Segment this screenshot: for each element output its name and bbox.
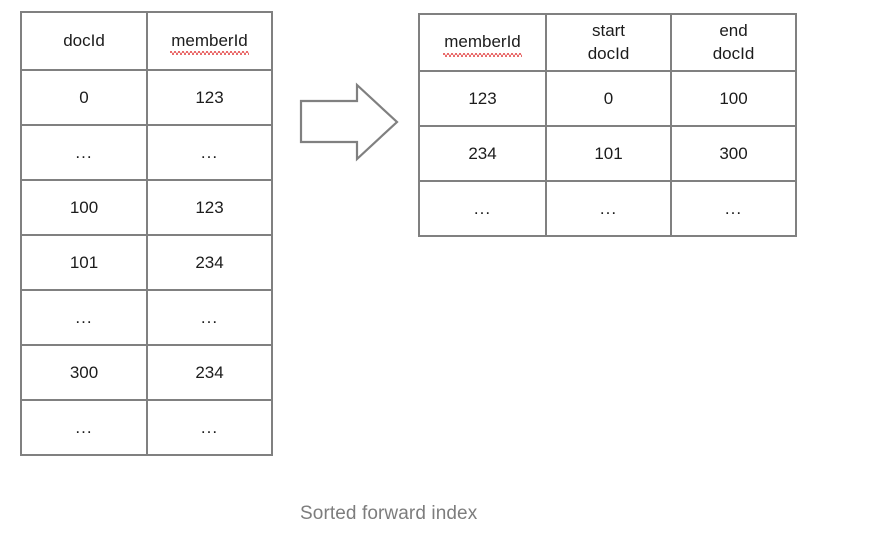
table-header-row: docId memberId (20, 11, 273, 71)
cell-memberid: 123 (146, 179, 273, 236)
sorted-forward-index-table: memberId start docId end docId 123 0 100… (418, 13, 797, 237)
cell-docid: 300 (20, 344, 148, 401)
table-row: ... ... (20, 124, 273, 181)
cell-memberid: 234 (418, 125, 547, 182)
column-header-docid: docId (20, 11, 148, 71)
cell-docid: ... (20, 124, 148, 181)
table-row: ... ... (20, 399, 273, 456)
table-row: 100 123 (20, 179, 273, 236)
cell-end-docid: 100 (670, 70, 797, 127)
cell-end-docid: ... (670, 180, 797, 237)
cell-docid: 101 (20, 234, 148, 291)
cell-memberid: 123 (146, 69, 273, 126)
column-header-label-line2: docId (587, 43, 630, 63)
table-row: 123 0 100 (418, 70, 797, 127)
column-header-start-docid: start docId (545, 13, 672, 72)
table-row: ... ... (20, 289, 273, 346)
column-header-label-misspelled: memberId (170, 30, 249, 56)
table-header-row: memberId start docId end docId (418, 13, 797, 72)
cell-end-docid: 300 (670, 125, 797, 182)
table-row: 0 123 (20, 69, 273, 126)
cell-docid: 100 (20, 179, 148, 236)
right-block-arrow-icon (298, 82, 402, 162)
cell-memberid: ... (418, 180, 547, 237)
column-header-memberid: memberId (418, 13, 547, 72)
table-row: 101 234 (20, 234, 273, 291)
cell-memberid: ... (146, 399, 273, 456)
column-header-end-docid: end docId (670, 13, 797, 72)
cell-docid: ... (20, 399, 148, 456)
column-header-label-line2: docId (712, 43, 755, 63)
cell-memberid: ... (146, 289, 273, 346)
column-header-label: docId (63, 31, 105, 51)
cell-memberid: 234 (146, 234, 273, 291)
column-header-label-misspelled: memberId (443, 31, 522, 57)
cell-memberid: 234 (146, 344, 273, 401)
table-row: ... ... ... (418, 180, 797, 237)
cell-memberid: 123 (418, 70, 547, 127)
table-row: 300 234 (20, 344, 273, 401)
cell-memberid: ... (146, 124, 273, 181)
figure-caption: Sorted forward index (300, 503, 478, 524)
cell-start-docid: 101 (545, 125, 672, 182)
cell-start-docid: 0 (545, 70, 672, 127)
cell-docid: 0 (20, 69, 148, 126)
cell-docid: ... (20, 289, 148, 346)
table-row: 234 101 300 (418, 125, 797, 182)
column-header-memberid: memberId (146, 11, 273, 71)
forward-index-table: docId memberId 0 123 ... ... 100 123 101… (20, 11, 273, 456)
cell-start-docid: ... (545, 180, 672, 237)
column-header-label-line1: start (591, 21, 626, 41)
column-header-label-line1: end (719, 21, 748, 41)
